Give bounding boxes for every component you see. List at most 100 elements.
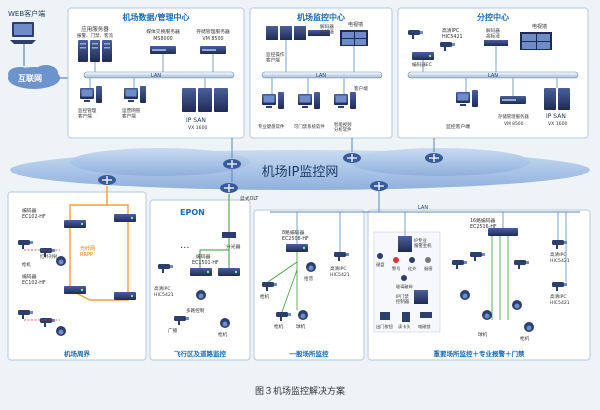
datacenter-lan: LAN [151,73,161,79]
key-hdipc-model: HIC5421 [550,258,570,264]
web-client: WEB客户端 [8,9,45,44]
ops-client-label: 运营网管客户端 [122,107,141,119]
sc-lan: LAN [488,73,498,79]
perimeter-infra: 红外对射 [40,253,58,260]
key-lan: LAN [418,205,428,211]
sc-storage-label: 存储管理服务器 [498,113,529,120]
key-caption: 重要场所监控＋专业报警＋门禁 [434,349,526,358]
key-probe: 红外 [408,265,417,272]
sc-ipsan-label: IP SAN [546,113,566,120]
runway-ellipsis: ... [180,240,190,251]
dc-ipsan-label: IP SAN [186,117,206,124]
internet-cloud: 互联网 [8,65,60,89]
sc-storage-model: VM 8500 [504,121,524,127]
sc-hdipc-label: 高清IPC [442,27,460,34]
key-dome: 球机 [478,331,488,338]
mc-decoder-label: 解码器高标清 [320,23,334,35]
dc-ipsan-model: VX 1600 [188,125,208,131]
mc-lan: LAN [316,73,326,79]
key-group: LAN IP专业报警主机 键盘 警号 红外 烟感 玻璃破碎 IP门禁控制器 出门… [373,205,570,358]
monitor-client-label: 监控管理客户端 [78,107,97,119]
sc-decoder-label: 解码器高标清 [486,27,500,39]
mc-video-sw-label: 智能视频分析软件 [334,121,352,133]
media-server-model: MS8000 [153,36,172,42]
storage-server-model: VM 8500 [202,36,223,42]
general-encoder: 8路编码器 [282,229,304,236]
general-hdipc-model: HIC5421 [330,272,350,278]
general-hdipc: 高清IPC [330,265,347,272]
key-alarm-host: IP专业报警主机 [414,237,432,249]
app-server-label: 应用服务器 [81,25,109,33]
key-keyboard: 键盘 [376,261,384,268]
sc-ipsan-model: VX 1600 [548,121,568,127]
key-glass: 玻璃破碎 [396,283,413,290]
app-server-sub: 报警、门禁、客流 [77,32,113,39]
runway-encoder-model: EC1501-HF [192,260,219,266]
key-hdipc: 高清IPC [550,251,567,258]
sc-tvwall-label: 电视墙 [532,23,547,30]
perimeter-caption: 机场周界 [64,349,91,358]
mc-pc-label: 客户端 [354,85,368,92]
runway-panel [149,199,251,361]
key-door-lock: 出门按钮 [376,323,393,330]
datacenter-title: 机场数据/管理中心 [123,12,190,22]
key-encoder-model: EC2516-HF [470,224,497,230]
runway-ptz: 多路控制 [186,307,205,314]
general-caption: 一般场所监控 [290,349,330,358]
internet-label: 互联网 [18,73,42,83]
runway-camera: 枪机 [218,331,228,338]
runway-bullet: 广播 [168,327,178,334]
general-group: 8路编码器 EC2508-HF 高清IPC HIC5421 拾音 枪机 枪机 球… [260,190,580,358]
subcenter-title: 分控中心 [477,12,509,22]
perimeter-encoder1: 编码器 [22,207,37,214]
mc-alarm-sw-label: 可门禁系统软件 [294,123,325,130]
key-hdipc2-model: HIC5421 [550,300,570,306]
general-camera2: 枪机 [274,323,284,330]
sc-hdipc-model: HIC5421 [442,34,463,40]
general-panel [253,209,365,361]
perimeter-encoder2-model: EC102-HF [22,280,46,286]
key-hdipc2: 高清IPC [550,293,567,300]
monitorcenter-panel: 机场监控中心 解码器高标清 电视墙 监控操作客户端 LAN 客户端 专业键盘软件… [249,7,393,139]
key-camera: 枪机 [520,335,530,342]
runway-group: EPON 蓝式OLT 分光器 编码器 EC1501-HF ... 高清IPC H… [154,168,258,358]
runway-hdipc-model: HIC5421 [154,292,174,298]
runway-epon: EPON [180,208,205,217]
mc-keyboard-label: 专业键盘软件 [258,123,285,130]
ip-network-label: 机场IP监控网 [262,165,339,180]
general-speaker: 拾音 [304,275,314,282]
ip-network-cloud: 机场IP监控网 [10,148,590,190]
key-siren: 警号 [392,265,400,272]
key-card: 读卡头 [398,323,411,330]
key-encoder: 16路编码器 [470,217,495,224]
subcenter-panel: 分控中心 高清IPC HIC5421 解码器高标清 电视墙 编码器EC LAN … [397,7,589,139]
figure-caption: 图３机场监控解决方案 [255,385,345,397]
general-dome: 球机 [296,323,306,330]
general-encoder-model: EC2508-HF [282,236,309,242]
sc-encoder-label: 编码器EC [412,61,432,68]
sc-monitor-client: 监控客户端 [446,123,470,130]
monitorcenter-title: 机场监控中心 [297,12,345,22]
runway-hdipc: 高清IPC [154,285,171,292]
key-door-mag: 电磁锁 [418,323,431,330]
runway-encoder: 编码器 [196,253,211,260]
key-smoke: 烟感 [424,265,432,272]
web-client-label: WEB客户端 [8,9,45,18]
runway-splitter: 分光器 [226,243,241,250]
mc-tvwall-label: 电视墙 [348,21,363,28]
mc-operator-label: 监控操作客户端 [266,51,285,63]
perimeter-camera: 枪机 [22,261,31,268]
runway-caption: 飞行区及道路监控 [174,349,227,358]
key-door-ctrl: IP门禁控制器 [396,293,410,305]
storage-server-label: 存储管理服务器 [196,28,230,35]
media-server-label: 媒体交换服务器 [146,28,180,35]
perimeter-encoder2: 编码器 [22,273,37,280]
general-camera1: 枪机 [260,293,270,300]
perimeter-encoder1-model: EC102-HF [22,214,46,220]
runway-olt: 蓝式OLT [240,195,258,202]
datacenter-panel: 机场数据/管理中心 应用服务器 报警、门禁、客流 媒体交换服务器 MS8000 … [67,7,245,139]
